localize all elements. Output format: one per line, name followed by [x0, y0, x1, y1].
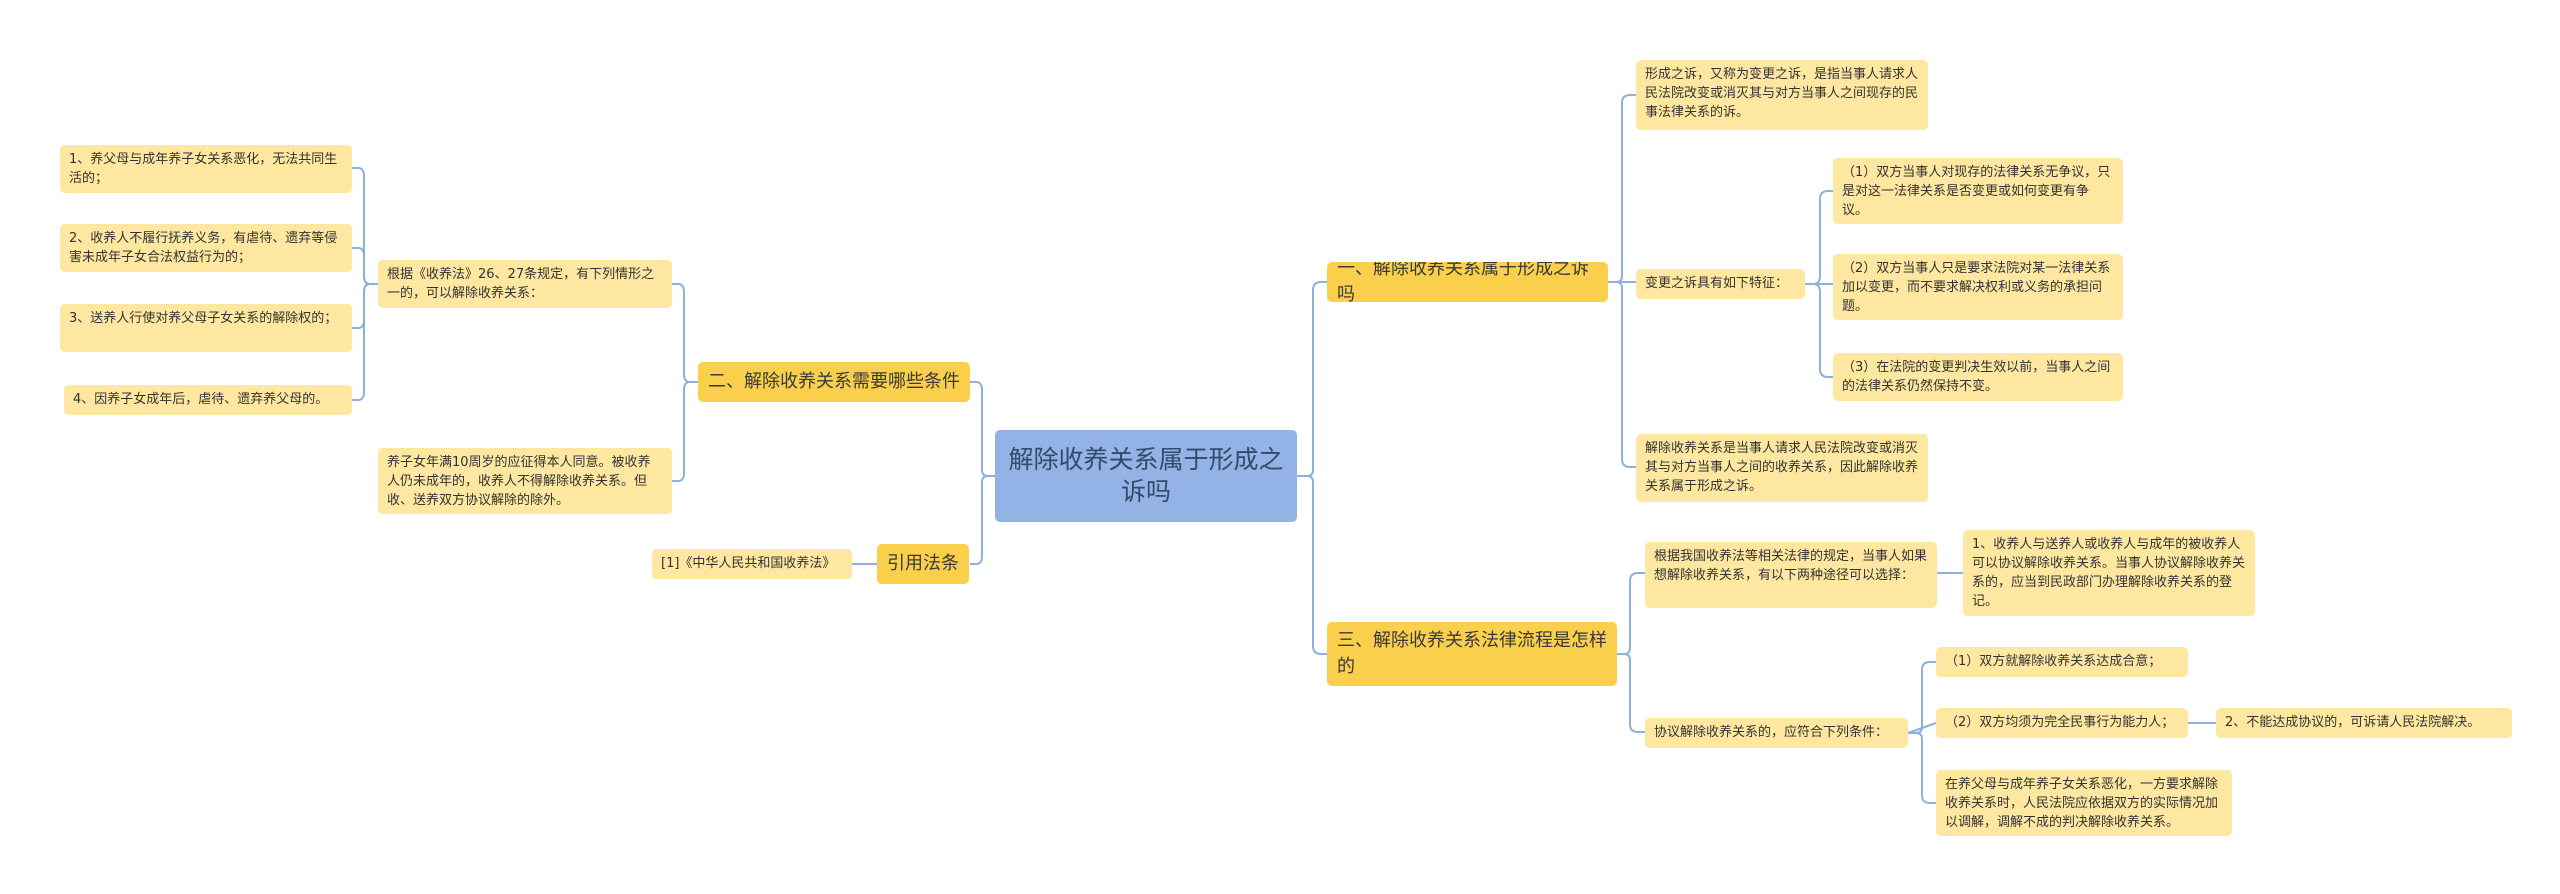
- b2-item-4-text: 4、因养子女成年后，虐待、遗弃养父母的。: [73, 391, 329, 407]
- b2-item-3[interactable]: 3、送养人行使对养父母子女关系的解除权的；: [60, 304, 352, 352]
- b2-note-text: 养子女年满10周岁的应征得本人同意。被收养人仍未成年的，收养人不得解除收养关系。…: [387, 455, 651, 508]
- b2-item-4[interactable]: 4、因养子女成年后，虐待、遗弃养父母的。: [64, 385, 352, 415]
- edge-root-b3: [1297, 475, 1327, 655]
- edge-agree-cond2: [1907, 722, 1937, 734]
- b1-feature-3[interactable]: （3）在法院的变更判决生效以前，当事人之间的法律关系仍然保持不变。: [1833, 353, 2123, 401]
- b2-item-2[interactable]: 2、收养人不履行抚养义务，有虐待、遗弃等侵害未成年子女合法权益行为的；: [60, 224, 352, 272]
- edge-agree-cond1: [1908, 661, 1936, 734]
- b1-definition[interactable]: 形成之诉，又称为变更之诉，是指当事人请求人民法院改变或消灭其与对方当事人之间现存…: [1636, 60, 1928, 130]
- b2-item-2-text: 2、收养人不履行抚养义务，有虐待、遗弃等侵害未成年子女合法权益行为的；: [69, 231, 338, 265]
- b4-law-reference[interactable]: [1]《中华人民共和国收养法》: [652, 549, 852, 579]
- edge-agree-court: [1908, 732, 1936, 804]
- b1-conclusion[interactable]: 解除收养关系是当事人请求人民法院改变或消灭其与对方当事人之间的收养关系，因此解除…: [1636, 434, 1928, 502]
- b3-path-2-text: 2、不能达成协议的，可诉请人民法院解决。: [2225, 714, 2481, 730]
- b2-item-3-text: 3、送养人行使对养父母子女关系的解除权的；: [69, 311, 338, 326]
- root-title: 解除收养关系属于形成之诉吗: [1008, 444, 1284, 507]
- b1-features-label[interactable]: 变更之诉具有如下特征：: [1636, 269, 1805, 299]
- edge-b1-conclusion: [1608, 281, 1636, 468]
- b2-note[interactable]: 养子女年满10周岁的应征得本人同意。被收养人仍未成年的，收养人不得解除收养关系。…: [378, 448, 672, 514]
- edge-b2-law: [672, 283, 698, 383]
- branch-1-topic[interactable]: 一、解除收养关系属于形成之诉吗: [1327, 262, 1608, 302]
- edge-feat-1: [1805, 190, 1833, 285]
- branch-2-topic[interactable]: 二、解除收养关系需要哪些条件: [698, 362, 970, 402]
- b3-condition-1-text: （1）双方就解除收养关系达成合意；: [1945, 653, 2162, 669]
- edge-b2-note: [672, 381, 698, 482]
- b1-feature-1[interactable]: （1）双方当事人对现存的法律关系无争议，只是对这一法律关系是否变更或如何变更有争…: [1833, 158, 2123, 224]
- b3-agree-label[interactable]: 协议解除收养关系的，应符合下列条件：: [1645, 718, 1908, 748]
- b2-law[interactable]: 根据《收养法》26、27条规定，有下列情形之一的，可以解除收养关系：: [378, 260, 672, 308]
- b3-condition-2[interactable]: （2）双方均须为完全民事行为能力人；: [1936, 708, 2188, 738]
- edge-b3-intro: [1617, 572, 1645, 655]
- b1-feature-3-text: （3）在法院的变更判决生效以前，当事人之间的法律关系仍然保持不变。: [1842, 360, 2111, 394]
- branch-3-topic[interactable]: 三、解除收养关系法律流程是怎样的: [1327, 622, 1617, 686]
- edge-root-b1: [1297, 281, 1327, 477]
- root-topic[interactable]: 解除收养关系属于形成之诉吗: [995, 430, 1297, 522]
- b1-features-label-text: 变更之诉具有如下特征：: [1645, 275, 1789, 291]
- b1-feature-2-text: （2）双方当事人只是要求法院对某一法律关系加以变更，而不要求解决权利或义务的承担…: [1842, 261, 2111, 314]
- branch-2-title: 二、解除收养关系需要哪些条件: [708, 370, 960, 392]
- b3-court-text: 在养父母与成年养子女关系恶化，一方要求解除收养关系时，人民法院应依据双方的实际情…: [1945, 777, 2219, 830]
- b3-intro-text: 根据我国收养法等相关法律的规定，当事人如果想解除收养关系，有以下两种途径可以选择…: [1654, 549, 1928, 583]
- b2-law-text: 根据《收养法》26、27条规定，有下列情形之一的，可以解除收养关系：: [387, 267, 655, 301]
- branch-3-title: 三、解除收养关系法律流程是怎样的: [1337, 629, 1607, 677]
- edge-root-b4: [970, 475, 995, 565]
- b4-law-reference-text: [1]《中华人民共和国收养法》: [661, 555, 836, 571]
- edge-feat-3: [1805, 283, 1833, 378]
- edge-b3-agree: [1617, 653, 1645, 733]
- b3-court[interactable]: 在养父母与成年养子女关系恶化，一方要求解除收养关系时，人民法院应依据双方的实际情…: [1936, 770, 2232, 836]
- b1-conclusion-text: 解除收养关系是当事人请求人民法院改变或消灭其与对方当事人之间的收养关系，因此解除…: [1645, 441, 1919, 494]
- edge-root-b2: [970, 381, 995, 477]
- b3-path-2[interactable]: 2、不能达成协议的，可诉请人民法院解决。: [2216, 708, 2512, 738]
- b3-agree-label-text: 协议解除收养关系的，应符合下列条件：: [1654, 724, 1889, 740]
- b1-definition-text: 形成之诉，又称为变更之诉，是指当事人请求人民法院改变或消灭其与对方当事人之间现存…: [1645, 67, 1919, 120]
- edge-b1-def: [1608, 94, 1636, 283]
- branch-4-topic[interactable]: 引用法条: [877, 544, 969, 584]
- b3-condition-1[interactable]: （1）双方就解除收养关系达成合意；: [1936, 647, 2188, 677]
- b3-path-1[interactable]: 1、收养人与送养人或收养人与成年的被收养人可以协议解除收养关系。当事人协议解除收…: [1963, 530, 2255, 616]
- b1-feature-2[interactable]: （2）双方当事人只是要求法院对某一法律关系加以变更，而不要求解决权利或义务的承担…: [1833, 254, 2123, 320]
- b2-item-1[interactable]: 1、养父母与成年养子女关系恶化，无法共同生活的；: [60, 145, 352, 193]
- branch-4-title: 引用法条: [887, 552, 959, 574]
- branch-1-title: 一、解除收养关系属于形成之诉吗: [1337, 262, 1589, 302]
- b1-feature-1-text: （1）双方当事人对现存的法律关系无争议，只是对这一法律关系是否变更或如何变更有争…: [1842, 165, 2111, 218]
- b3-path-1-text: 1、收养人与送养人或收养人与成年的被收养人可以协议解除收养关系。当事人协议解除收…: [1972, 537, 2246, 609]
- b2-item-1-text: 1、养父母与成年养子女关系恶化，无法共同生活的；: [69, 152, 338, 186]
- edge-law-item4: [352, 283, 378, 401]
- b3-intro[interactable]: 根据我国收养法等相关法律的规定，当事人如果想解除收养关系，有以下两种途径可以选择…: [1645, 542, 1937, 608]
- b3-condition-2-text: （2）双方均须为完全民事行为能力人；: [1945, 714, 2175, 730]
